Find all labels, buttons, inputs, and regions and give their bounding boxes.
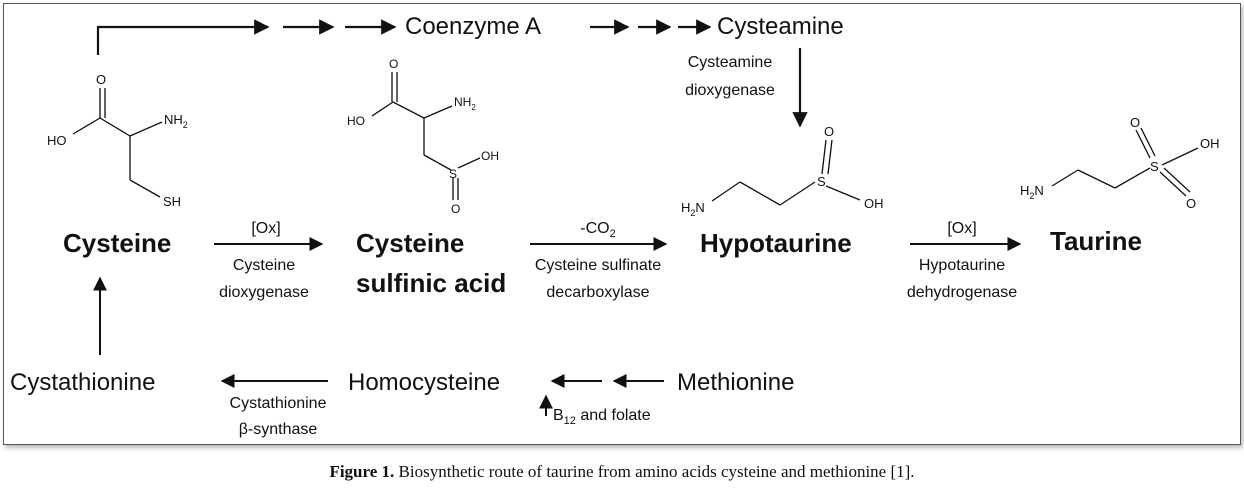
svg-text:S: S bbox=[817, 174, 826, 189]
compound-cysteine-sulfinic-line2: sulfinic acid bbox=[356, 268, 506, 298]
label-ox-1: [Ox] bbox=[251, 220, 280, 237]
svg-text:H2N: H2N bbox=[1020, 183, 1044, 201]
compound-methionine: Methionine bbox=[677, 369, 794, 396]
caption-label: Figure 1. bbox=[329, 462, 395, 481]
svg-text:S: S bbox=[1150, 159, 1159, 174]
svg-text:O: O bbox=[96, 72, 106, 87]
compound-cysteine: Cysteine bbox=[63, 228, 171, 258]
enzyme-cysteamine-dioxygenase-line1: Cysteamine bbox=[688, 54, 773, 71]
svg-text:SH: SH bbox=[163, 194, 181, 209]
label-b12-folate: B12 and folate bbox=[553, 407, 651, 427]
structure-taurine: H2N S O OH O bbox=[1020, 115, 1220, 211]
svg-text:OH: OH bbox=[864, 196, 884, 211]
svg-text:H2N: H2N bbox=[681, 200, 705, 218]
compound-cysteamine: Cysteamine bbox=[717, 13, 844, 40]
label-minus-co2: -CO2 bbox=[580, 220, 615, 240]
enzyme-cysteine-dioxygenase-line1: Cysteine bbox=[233, 257, 295, 274]
svg-text:HO: HO bbox=[347, 114, 365, 128]
svg-text:OH: OH bbox=[481, 149, 499, 163]
compound-cystathionine: Cystathionine bbox=[10, 369, 155, 396]
compound-homocysteine: Homocysteine bbox=[348, 369, 500, 396]
coa-route bbox=[96, 19, 808, 128]
label-ox-2: [Ox] bbox=[947, 220, 976, 237]
svg-text:O: O bbox=[389, 57, 398, 71]
svg-text:O: O bbox=[451, 202, 460, 216]
compound-hypotaurine: Hypotaurine bbox=[700, 228, 852, 258]
enzyme-cysteamine-dioxygenase-line2: dioxygenase bbox=[685, 82, 775, 99]
enzyme-cbs-line2: β-synthase bbox=[239, 421, 318, 438]
structure-cysteine: O HO NH2 SH bbox=[47, 72, 188, 209]
svg-text:O: O bbox=[1130, 115, 1140, 130]
structure-hypotaurine: H2N S O OH bbox=[681, 124, 884, 218]
compound-cysteine-sulfinic-line1: Cysteine bbox=[356, 228, 464, 258]
svg-text:O: O bbox=[824, 124, 834, 139]
diagram-frame bbox=[3, 3, 1241, 445]
enzyme-hypotaurine-dh-line1: Hypotaurine bbox=[919, 257, 1005, 274]
enzyme-hypotaurine-dh-line2: dehydrogenase bbox=[907, 284, 1017, 301]
enzyme-cysteine-dioxygenase-line2: dioxygenase bbox=[219, 284, 309, 301]
enzyme-cbs-line1: Cystathionine bbox=[230, 395, 327, 412]
svg-text:HO: HO bbox=[47, 133, 67, 148]
svg-text:S: S bbox=[449, 167, 457, 181]
enzyme-csd-line1: Cysteine sulfinate bbox=[535, 257, 661, 274]
svg-text:OH: OH bbox=[1200, 136, 1220, 151]
enzyme-csd-line2: decarboxylase bbox=[546, 284, 649, 301]
svg-text:NH2: NH2 bbox=[164, 112, 188, 130]
arrow-cysteine-up bbox=[96, 19, 270, 55]
pathway-diagram: Coenzyme A Cysteamine Cysteamine dioxyge… bbox=[10, 13, 1220, 438]
compound-coenzyme-a: Coenzyme A bbox=[405, 13, 541, 40]
caption-text: Biosynthetic route of taurine from amino… bbox=[394, 462, 915, 481]
svg-text:NH2: NH2 bbox=[454, 95, 476, 112]
svg-text:O: O bbox=[1186, 196, 1196, 211]
structure-cysteine-sulfinic-acid: O HO NH2 S OH O bbox=[347, 57, 499, 216]
compound-taurine: Taurine bbox=[1050, 226, 1142, 256]
figure-caption: Figure 1. Biosynthetic route of taurine … bbox=[0, 462, 1244, 482]
